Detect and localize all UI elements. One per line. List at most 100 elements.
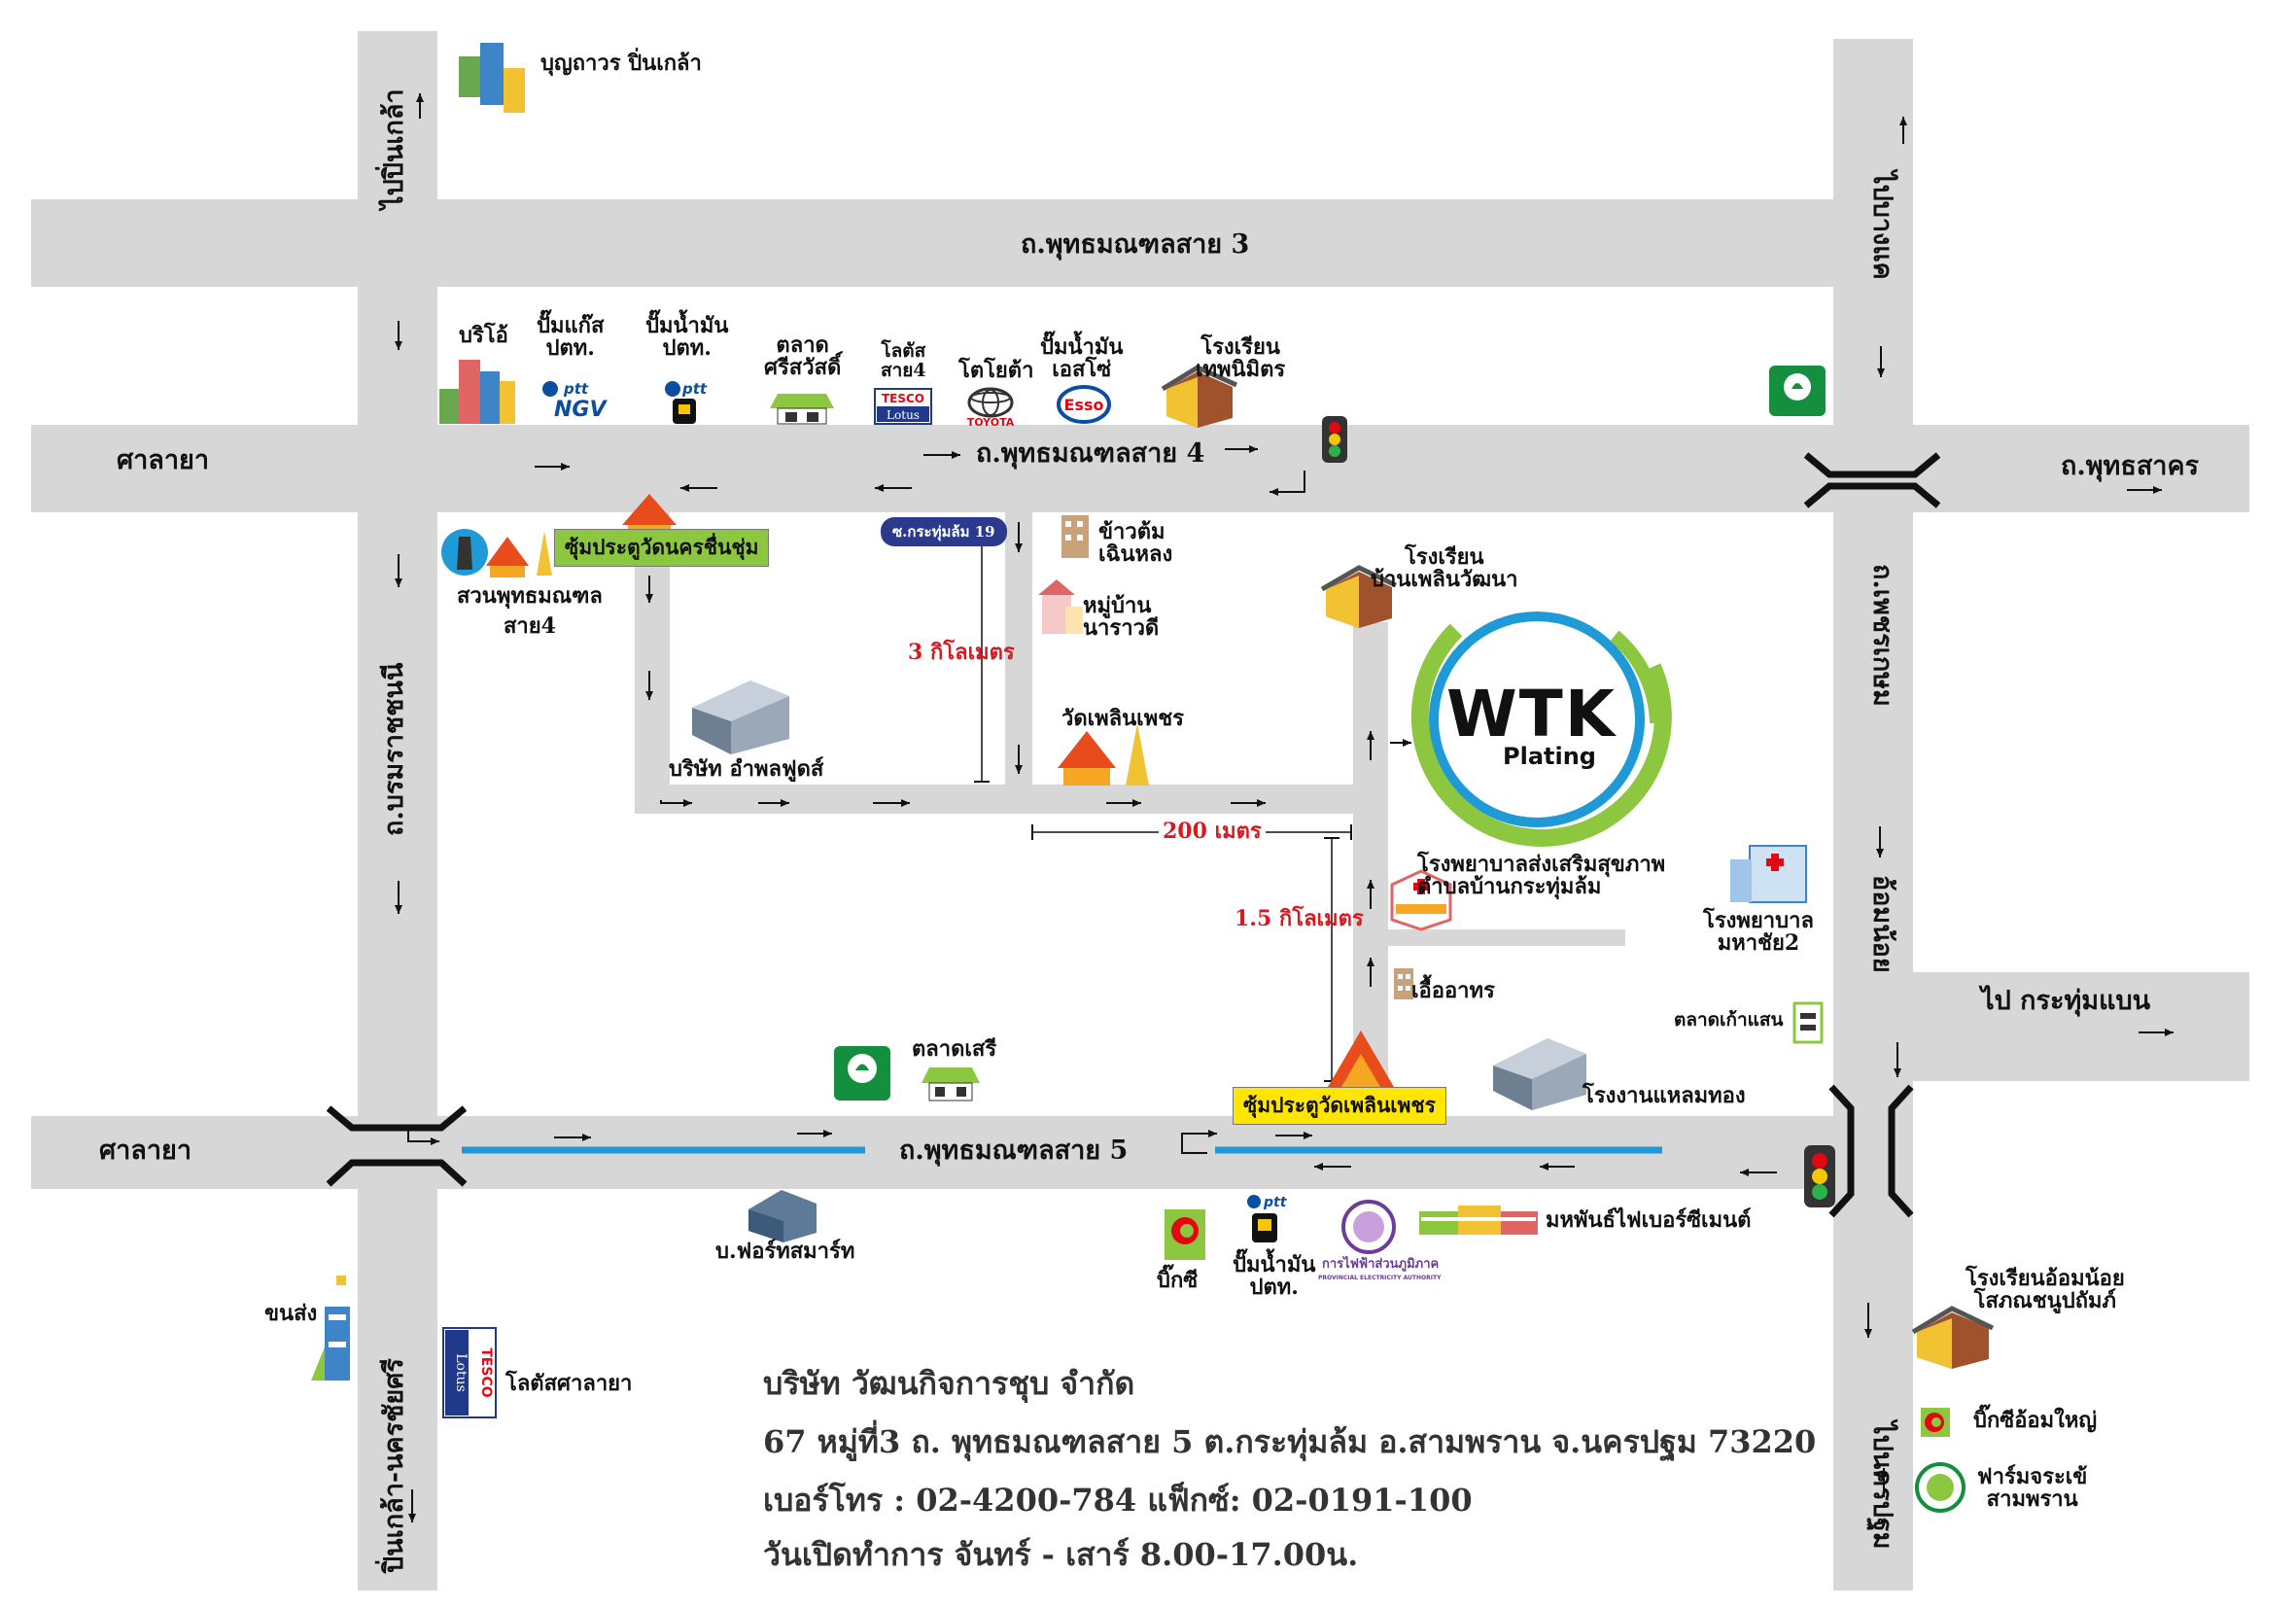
landmark-crocodile-farm: ฟาร์มจระเข้ สามพราน	[1977, 1464, 2088, 1511]
landmark-ptt-pump-2: ปั๊มน้ำมัน ปตท.	[1233, 1253, 1315, 1299]
esso-icon: Esso	[1057, 385, 1111, 424]
landmark-srisawat: ตลาด ศรีสวัสดิ์	[764, 332, 842, 381]
landmark-health-center: โรงพยาบาลส่งเสริมสุขภาพ ตำบลบ้านกระทุ่มล…	[1417, 852, 1666, 900]
road-label-putthamonthon-5: ถ.พุทธมณฑลสาย 5	[899, 1136, 1129, 1166]
wtk-logo-text: WTK	[1446, 677, 1617, 752]
toyota-icon: TOYOTA	[967, 387, 1015, 429]
road-putthamonthon-3	[31, 199, 1911, 287]
clinic-icon	[1390, 869, 1452, 931]
building-icon	[1419, 1206, 1538, 1235]
pea-seal-icon	[1341, 1200, 1396, 1254]
landmark-khaotom-line2: เฉินหลง	[1098, 542, 1173, 568]
landmark-school2-line1: โรงเรียน	[1404, 544, 1484, 570]
landmark-ngv-line1: ปั๊มแก๊ส	[537, 313, 605, 338]
road-label-to-nakhonpathom: ไปนครปฐม	[1867, 1421, 1897, 1550]
market-stall-icon	[922, 1067, 980, 1101]
landmark-esso: ปั๊มน้ำมัน เอสโซ่	[1040, 334, 1124, 381]
road-label-phetkasem: ถ.เพชรเกษม	[1867, 564, 1897, 707]
tesco-lotus-icon: TESCO Lotus	[442, 1327, 497, 1418]
road-label-pinklao-nakhonchaisri: ปิ่นเกล้า-นครชัยศรี	[379, 1358, 409, 1573]
school-icon	[1161, 365, 1238, 428]
landmark-village-line2: นาราวดี	[1083, 615, 1160, 642]
traffic-light-icon	[1804, 1145, 1835, 1207]
landmark-mahachai-hospital: โรงพยาบาล มหาชัย2	[1703, 908, 1814, 957]
landmark-srisawat-line1: ตลาด	[776, 332, 829, 358]
temple-icon	[1058, 723, 1149, 786]
landmark-laem-thong-factory: โรงงานแหลมทอง	[1583, 1083, 1746, 1108]
road-label-salaya-mid: ศาลายา	[117, 445, 209, 475]
school-icon	[1911, 1306, 1995, 1369]
company-address: 67 หมู่ที่3 ถ. พุทธมณฑลสาย 5 ต.กระทุ่มล้…	[763, 1423, 1817, 1460]
landmark-village-line1: หมู่บ้าน	[1083, 593, 1152, 618]
building-icon	[439, 360, 515, 424]
landmark-village: หมู่บ้าน นาราวดี	[1083, 593, 1160, 642]
bigc-icon	[1165, 1209, 1205, 1260]
landmark-hospital-line2: ตำบลบ้านกระทุ่มล้ม	[1417, 874, 1602, 900]
landmark-toyota: โตโยต้า	[958, 358, 1034, 383]
road-label-to-pinklao: ไปปิ่นเกล้า	[379, 88, 409, 209]
landmark-ptt1-line1: ปั๊มน้ำมัน	[645, 313, 729, 338]
road-label-omnoi: อ้อมน้อย	[1867, 875, 1897, 973]
landmark-esso-line1: ปั๊มน้ำมัน	[1040, 334, 1124, 360]
company-name: บริษัท วัฒนกิจการชุบ จำกัด	[763, 1365, 1135, 1402]
distance-200m: 200 เมตร	[1159, 820, 1266, 844]
landmark-hospital-line1: โรงพยาบาลส่งเสริมสุขภาพ	[1417, 852, 1666, 877]
landmark-bigc-omyai: บิ๊กซีอ้อมใหญ่	[1973, 1408, 2098, 1433]
svg-text:TOYOTA: TOYOTA	[967, 416, 1015, 429]
svg-text:Esso: Esso	[1064, 396, 1104, 414]
landmark-lotus4-line1: โลตัส	[881, 340, 926, 362]
landmark-srisawat-line2: ศรีสวัสดิ์	[764, 355, 842, 381]
landmark-park: สวนพุทธมณฑล สาย4	[457, 583, 603, 638]
temple-gate-icon	[1328, 1031, 1394, 1087]
road-side-lane	[635, 785, 1359, 814]
landmark-ptt1-line2: ปตท.	[662, 335, 712, 362]
road-wtk-lane	[1353, 622, 1388, 1116]
road-label-salaya-bottom: ศาลายา	[99, 1136, 191, 1166]
landmark-ngv: ปั๊มแก๊ส ปตท.	[537, 313, 605, 362]
landmark-park-line1: สวนพุทธมณฑล	[457, 583, 603, 609]
landmark-thepnimit-line1: โรงเรียน	[1200, 334, 1280, 360]
svg-text:ptt: ptt	[563, 380, 589, 398]
landmark-pea-en: PROVINCIAL ELECTRICITY AUTHORITY	[1318, 1275, 1442, 1281]
landmark-khaotom: ข้าวต้ม เฉินหลง	[1098, 520, 1173, 568]
hospital-icon	[1730, 845, 1807, 903]
landmark-farm-line1: ฟาร์มจระเข้	[1977, 1464, 2088, 1489]
park-statue-icon	[441, 529, 552, 577]
landmark-kao-saeng: ตลาดเก้าแสน	[1674, 1009, 1784, 1031]
svg-text:TESCO: TESCO	[478, 1347, 494, 1397]
landmark-amphol: บริษัท อำพลฟูดส์	[669, 756, 824, 782]
landmark-school-plernwattana: โรงเรียน บ้านเพลินวัฒนา	[1371, 544, 1518, 591]
soi-badge: ซ.กระทุ่มล้ม 19	[881, 517, 1007, 546]
wtk-logo-subtext: Plating	[1503, 743, 1596, 770]
crocodile-farm-icon	[1915, 1462, 1966, 1513]
ptt-ngv-icon: ptt NGV	[542, 380, 608, 422]
wtk-logo	[1410, 612, 1672, 847]
svg-text:Lotus: Lotus	[887, 408, 920, 422]
building-icon	[1061, 515, 1089, 558]
road-label-to-bangkhae: ไปบางแค	[1867, 171, 1897, 280]
factory-icon	[692, 681, 789, 754]
landmark-ngv-line2: ปตท.	[545, 335, 595, 362]
gate-label-ploen: ซุ้มประตูวัดเพลินเพชร	[1233, 1087, 1446, 1125]
tesco-lotus-icon: TESCO Lotus	[874, 388, 932, 425]
landmark-ptt-pump-1: ปั๊มน้ำมัน ปตท.	[645, 313, 729, 362]
school-icon	[1320, 565, 1398, 628]
village-icon	[1038, 579, 1083, 634]
landmark-mahachai-line2: มหาชัย2	[1717, 930, 1800, 957]
landmark-brio: บริโอ้	[459, 323, 508, 348]
landmark-lotus4: โลตัส สาย4	[881, 340, 926, 381]
svg-text:ptt: ptt	[1263, 1195, 1288, 1210]
road-to-krathumbaen	[1911, 972, 2249, 1081]
company-phone: เบอร์โทร : 02-4200-784 แฟ็กซ์: 02-0191-1…	[763, 1482, 1473, 1519]
svg-text:Lotus: Lotus	[453, 1353, 469, 1392]
landmark-omnoi-school-line2: โสภณชนูปถัมภ์	[1973, 1288, 2117, 1314]
ptt-pump-icon: ptt	[665, 380, 708, 424]
landmark-lotus4-line2: สาย4	[881, 359, 926, 381]
landmark-lotus-salaya: โลตัสศาลายา	[505, 1371, 633, 1396]
road-label-putthamonthon-3: ถ.พุทธมณฑลสาย 3	[1021, 229, 1250, 260]
building-icon	[748, 1190, 817, 1242]
landmark-mahachai-line1: โรงพยาบาล	[1703, 908, 1814, 933]
direction-arrows	[395, 93, 2174, 1522]
kbank-icon	[1769, 366, 1826, 416]
road-label-krathumbaen: ไป กระทุ่มแบน	[1981, 986, 2151, 1016]
